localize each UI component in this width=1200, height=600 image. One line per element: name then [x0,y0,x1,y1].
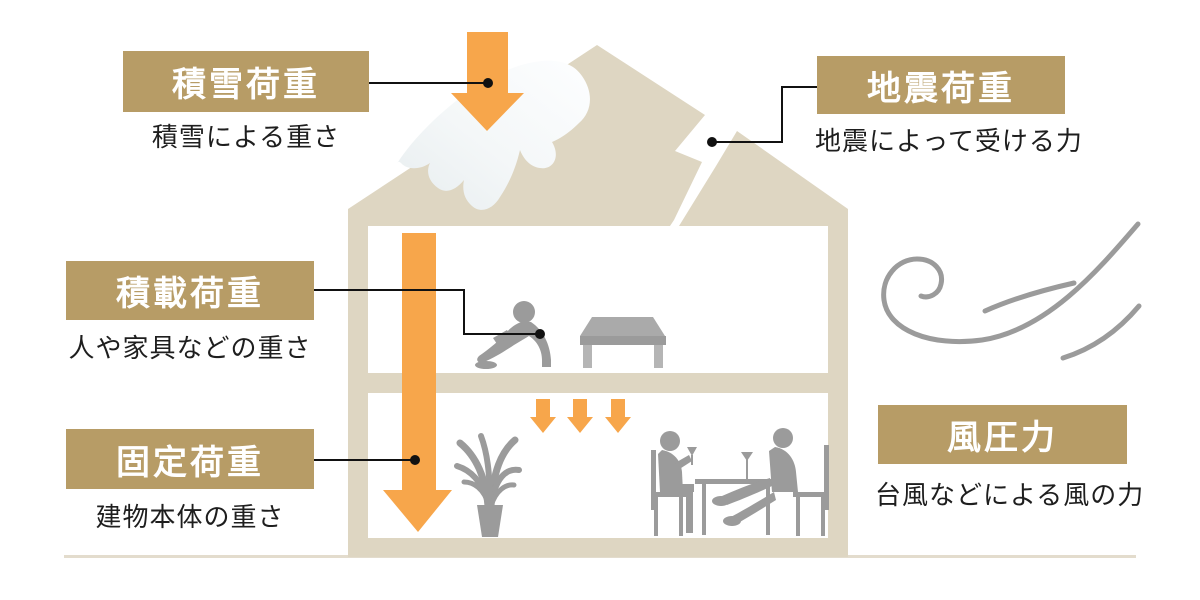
live-load-connector [314,289,540,335]
connector-dots [410,78,717,465]
dead-load-description: 建物本体の重さ [95,503,285,532]
live-load-label: 積載荷重 [66,261,314,320]
seismic-load-label: 地震荷重 [817,56,1065,114]
wind-pressure-label: 風圧力 [878,405,1127,464]
snow-load-description: 積雪による重さ [151,123,341,152]
live-load-description: 人や家具などの重さ [68,334,312,363]
dining-couple [651,428,829,536]
live-load-arrow-3 [605,399,631,433]
dead-load-arrow [383,233,452,532]
potted-plant [454,433,522,537]
seismic-load-description: 地震によって受ける力 [815,127,1083,156]
live-load-arrow-2 [567,399,593,433]
live-load-arrow-1 [530,399,556,433]
wind-swirl [881,221,1142,361]
low-table [580,317,666,368]
snow-mound [397,60,590,210]
person-reading [475,301,551,369]
dead-load-label: 固定荷重 [66,429,314,489]
snow-load-label: 積雪荷重 [123,51,369,112]
seismic-load-connector [712,86,817,143]
callout-connectors [314,82,817,461]
wind-pressure-description: 台風などによる風の力 [875,481,1145,510]
